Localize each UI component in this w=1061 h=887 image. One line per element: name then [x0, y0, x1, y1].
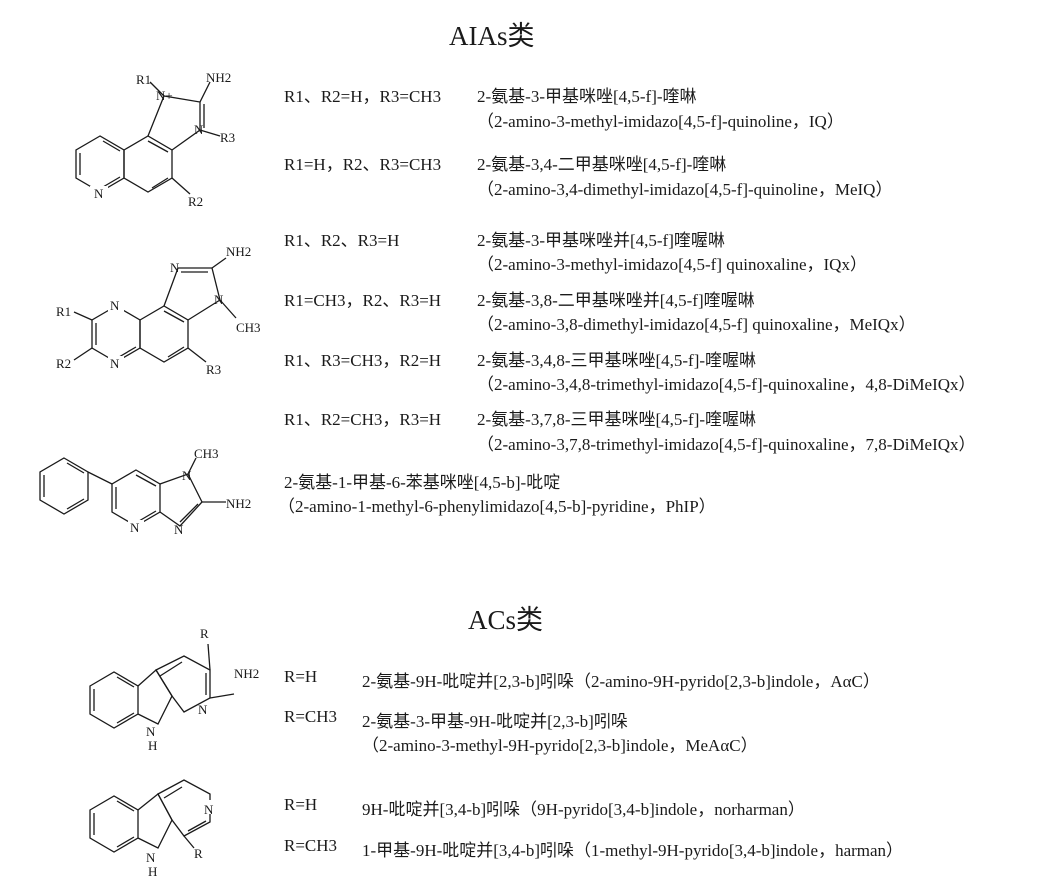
atom-n: N	[214, 292, 224, 307]
row-cond: R1、R2、R3=H	[284, 231, 400, 250]
row-name-cn: 2-氨基-3,4-二甲基咪唑[4,5-f]-喹啉	[477, 155, 727, 174]
label-ch3: CH3	[236, 320, 261, 335]
row-name-cn: 2-氨基-3,4,8-三甲基咪唑[4,5-f]-喹喔啉	[477, 351, 757, 370]
label-ch3: CH3	[194, 446, 219, 461]
ring-pyrazine	[91, 305, 141, 363]
row-name-en: （2-amino-3,7,8-trimethyl-imidazo[4,5-f]-…	[477, 435, 976, 454]
row-name-en: （2-amino-3-methyl-imidazo[4,5-f] quinoxa…	[477, 255, 867, 274]
atom-n: N	[204, 802, 214, 817]
atom-n: N	[182, 468, 192, 483]
row-cond: R=CH3	[284, 836, 338, 855]
row-line1: 2-氨基-9H-吡啶并[2,3-b]吲哚（2-amino-9H-pyrido[2…	[362, 672, 880, 691]
phip-name-cn: 2-氨基-1-甲基-6-苯基咪唑[4,5-b]-吡啶	[284, 473, 561, 492]
label-nh2: NH2	[226, 496, 251, 511]
label-nh2: NH2	[234, 666, 259, 681]
atom-n: N	[110, 356, 120, 371]
label-r: R	[194, 846, 203, 861]
atom-nh-h: H	[148, 738, 157, 753]
label-r3: R3	[220, 130, 235, 145]
atom-n: N	[194, 122, 204, 137]
row-name-cn: 2-氨基-3,7,8-三甲基咪唑[4,5-f]-喹喔啉	[477, 410, 757, 429]
row-line1: 9H-吡啶并[3,4-b]吲哚（9H-pyrido[3,4-b]indole，n…	[362, 800, 805, 819]
ring-benzene	[123, 135, 173, 193]
row-name-cn: 2-氨基-3,8-二甲基咪唑并[4,5-f]喹喔啉	[477, 291, 755, 310]
atom-n: N	[198, 702, 208, 717]
row-cond: R=H	[284, 667, 318, 686]
ring-pyridine	[75, 135, 125, 193]
structure-aac: R NH2 N N H	[89, 626, 259, 753]
atom-n: N	[94, 186, 104, 201]
row-name-cn: 2-氨基-3-甲基咪唑并[4,5-f]喹喔啉	[477, 231, 725, 250]
label-r2: R2	[188, 194, 203, 209]
label-nh2: NH2	[226, 244, 251, 259]
ring-benzene	[89, 795, 139, 853]
row-name-en: （2-amino-3,4-dimethyl-imidazo[4,5-f]-qui…	[477, 180, 893, 199]
label-r1: R1	[56, 304, 71, 319]
structure-norharman: N R N H	[89, 779, 218, 879]
label-r1: R1	[136, 72, 151, 87]
atom-n: N	[130, 520, 140, 535]
atom-nh-n: N	[146, 724, 156, 739]
atom-nh-h: H	[148, 864, 157, 879]
row-name-cn: 2-氨基-3-甲基咪唑[4,5-f]-喹啉	[477, 87, 697, 106]
row-line2: （2-amino-3-methyl-9H-pyrido[2,3-b]indole…	[362, 736, 758, 755]
row-cond: R1、R2=H，R3=CH3	[284, 87, 442, 106]
structure-iqx: N N N N NH2 CH3 R1 R2 R3	[56, 244, 261, 377]
atom-n: N	[110, 298, 120, 313]
row-name-en: （2-amino-3,4,8-trimethyl-imidazo[4,5-f]-…	[477, 375, 976, 394]
ring-pyridine	[157, 779, 211, 837]
heading-aias: AIAs类	[449, 21, 535, 51]
label-r2: R2	[56, 356, 71, 371]
row-name-en: （2-amino-3,8-dimethyl-imidazo[4,5-f] qui…	[477, 315, 916, 334]
row-cond: R1=CH3，R2、R3=H	[284, 291, 442, 310]
row-cond: R1=H，R2、R3=CH3	[284, 155, 442, 174]
row-line1: 1-甲基-9H-吡啶并[3,4-b]吲哚（1-methyl-9H-pyrido[…	[362, 841, 904, 860]
ring-benzene	[89, 671, 139, 729]
row-cond: R=CH3	[284, 707, 338, 726]
label-nh2: NH2	[206, 70, 231, 85]
structure-iq: N N+ N R1 NH2 R3 R2	[75, 70, 235, 209]
row-cond: R=H	[284, 795, 318, 814]
atom-n: N	[170, 260, 180, 275]
row-line1: 2-氨基-3-甲基-9H-吡啶并[2,3-b]吲哚	[362, 712, 628, 731]
label-r3: R3	[206, 362, 221, 377]
row-cond: R1、R2=CH3，R3=H	[284, 410, 442, 429]
heading-acs: ACs类	[468, 605, 544, 635]
structure-phip: N N N CH3 NH2	[39, 446, 251, 537]
label-r: R	[200, 626, 209, 641]
row-name-en: （2-amino-3-methyl-imidazo[4,5-f]-quinoli…	[477, 112, 844, 131]
atom-n-plus: N+	[156, 88, 173, 103]
row-cond: R1、R3=CH3，R2=H	[284, 351, 442, 370]
phip-name-en: （2-amino-1-methyl-6-phenylimidazo[4,5-b]…	[278, 497, 716, 516]
atom-nh-n: N	[146, 850, 156, 865]
ring-pyridine	[111, 469, 161, 527]
atom-n: N	[174, 522, 184, 537]
ring-phenyl	[39, 457, 89, 515]
ring-benzene	[139, 305, 189, 363]
